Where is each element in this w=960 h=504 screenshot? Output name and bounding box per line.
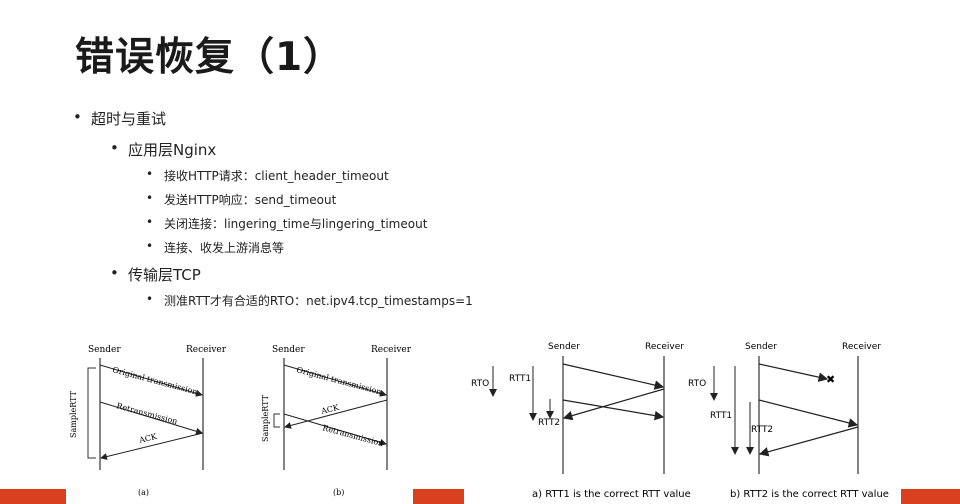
sender-label: Sender xyxy=(88,345,121,355)
sender-label: Sender xyxy=(548,342,580,352)
bullet-text: 接收HTTP请求：client_header_timeout xyxy=(164,169,389,183)
retransmission-ambiguity-figure: Sender Receiver Original transmission Re… xyxy=(69,345,412,497)
caption-a: (a) xyxy=(138,488,149,497)
diagram-b: Sender Receiver Original transmission AC… xyxy=(261,345,412,497)
sender-label: Sender xyxy=(745,342,777,352)
bullet-text: 应用层Nginx xyxy=(128,141,217,159)
rtt1-label: RTT1 xyxy=(509,374,531,384)
caption-b: (b) xyxy=(333,488,344,497)
original-transmission-arrow xyxy=(562,363,665,390)
retransmission-arrow xyxy=(283,413,387,446)
bullet-level3: •接收HTTP请求：client_header_timeout xyxy=(146,167,389,183)
bullet-level3: •发送HTTP响应：send_timeout xyxy=(146,191,337,207)
message-label: Retransmission xyxy=(115,401,178,426)
retransmission-arrow xyxy=(758,399,859,428)
bullet-text: 发送HTTP响应：send_timeout xyxy=(164,193,337,207)
rto-label: RTO xyxy=(471,379,489,389)
bullet-text: 传输层TCP xyxy=(128,266,201,284)
rto-label: RTO xyxy=(688,379,706,389)
message-label: ACK xyxy=(319,403,340,417)
message-label: Original transmission xyxy=(295,365,382,396)
sample-rtt-bracket xyxy=(273,413,280,428)
bullet-text: 连接、收发上游消息等 xyxy=(164,241,285,255)
ack-arrow xyxy=(758,426,859,457)
ack-arrow xyxy=(284,399,388,429)
bullet-text: 关闭连接：lingering_time与lingering_timeout xyxy=(164,217,428,231)
caption-rtt2: b) RTT2 is the correct RTT value xyxy=(730,489,889,500)
slide-title: 错误恢复（1） xyxy=(75,35,344,80)
footer-accent-bar xyxy=(0,489,66,504)
footer-accent-bar xyxy=(901,489,960,504)
rtt2-label: RTT2 xyxy=(538,418,560,428)
sender-label: Sender xyxy=(272,345,305,355)
rtt-ambiguity-figure: Sender Receiver RTO RTT1 RTT2 a) RTT1 is… xyxy=(471,342,889,500)
receiver-label: Receiver xyxy=(842,342,881,352)
receiver-label: Receiver xyxy=(645,342,684,352)
lost-transmission-arrow xyxy=(758,363,829,382)
bullet-level3: •连接、收发上游消息等 xyxy=(146,239,285,255)
bullet-level3: •测准RTT才有合适的RTO：net.ipv4.tcp_timestamps=1 xyxy=(146,292,473,308)
caption-rtt1: a) RTT1 is the correct RTT value xyxy=(532,489,691,500)
message-label: ACK xyxy=(137,432,158,446)
loss-x-icon: ✖ xyxy=(826,373,835,386)
message-label: Original transmission xyxy=(111,365,198,396)
rtt2-label: RTT2 xyxy=(751,425,773,435)
diagram-rtt2: Sender Receiver RTO RTT1 RTT2 ✖ b) RTT2 … xyxy=(688,342,889,500)
sample-rtt-bracket xyxy=(87,367,96,459)
diagram-a: Sender Receiver Original transmission Re… xyxy=(69,345,227,497)
bullet-level3: •关闭连接：lingering_time与lingering_timeout xyxy=(146,215,428,231)
footer-accent-bar xyxy=(413,489,464,504)
bullet-text: 测准RTT才有合适的RTO：net.ipv4.tcp_timestamps=1 xyxy=(164,294,473,308)
ack-arrow xyxy=(100,432,204,460)
bullet-level2-nginx: • 应用层Nginx xyxy=(110,139,217,159)
sample-rtt-label: SampleRTT xyxy=(69,390,78,438)
receiver-label: Receiver xyxy=(186,345,227,355)
bullet-level2-tcp: • 传输层TCP xyxy=(110,264,201,284)
rtt1-label: RTT1 xyxy=(710,411,732,421)
original-transmission-arrow xyxy=(99,364,203,397)
retransmission-arrow xyxy=(99,401,203,435)
bullet-level1: • 超时与重试 xyxy=(73,108,167,128)
diagram-rtt1: Sender Receiver RTO RTT1 RTT2 a) RTT1 is… xyxy=(471,342,691,500)
receiver-label: Receiver xyxy=(371,345,412,355)
retransmission-arrow xyxy=(562,399,665,421)
bullet-text: 超时与重试 xyxy=(91,110,167,128)
sample-rtt-label: SampleRTT xyxy=(261,394,270,442)
ack-arrow xyxy=(562,388,665,421)
original-transmission-arrow xyxy=(283,364,387,397)
message-label: Retransmission xyxy=(321,423,384,448)
